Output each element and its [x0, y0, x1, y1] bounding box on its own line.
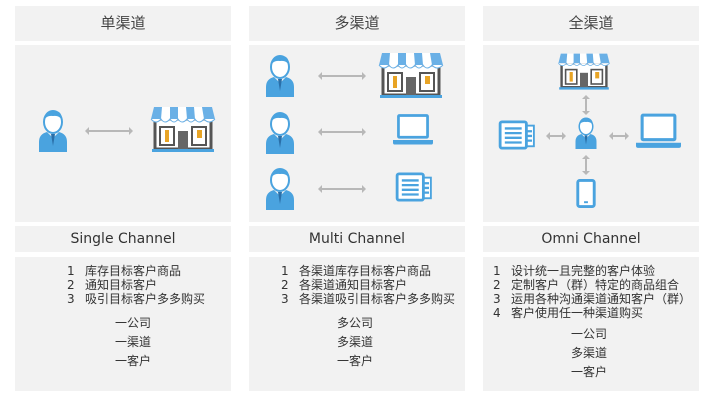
summary: 一公司 一渠道 一客户 [67, 314, 231, 371]
newspaper-icon [498, 120, 536, 150]
list-item: 3 吸引目标客户多多购买 [67, 292, 231, 306]
bidirectional-arrow-icon [318, 185, 366, 193]
store-icon [150, 105, 216, 155]
summary-line: 一客户 [115, 354, 152, 368]
laptop-icon [393, 113, 433, 147]
item-text: 客户使用任一种渠道购买 [511, 306, 644, 320]
item-number: 2 [67, 278, 75, 292]
summary: 多公司 多渠道 一客户 [281, 314, 465, 371]
summary-line: 一客户 [571, 365, 608, 379]
item-text: 设计统一且完整的客户体验 [511, 264, 656, 278]
summary-line: 多渠道 [571, 346, 608, 360]
mobile-phone-icon [576, 179, 596, 208]
summary-line: 一公司 [571, 327, 608, 341]
newspaper-icon [395, 172, 433, 202]
summary-line: 多渠道 [337, 335, 374, 349]
item-text: 吸引目标客户多多购买 [85, 292, 206, 306]
feature-list: 1 各渠道库存目标客户商品 2 各渠道通知目标客户 3 各渠道吸引目标客户多多购买 多… [249, 257, 465, 391]
item-number: 1 [281, 264, 289, 278]
laptop-icon [636, 113, 681, 150]
item-text: 定制客户（群）特定的商品组合 [511, 278, 680, 292]
list-item: 3 各渠道吸引目标客户多多购买 [281, 292, 465, 306]
column-title: 多渠道 [249, 6, 465, 41]
diagram-panel [483, 45, 699, 222]
list-item: 2 通知目标客户 [67, 278, 231, 292]
column-single-channel: 单渠道 Single Channel 1 库存目标客户商品 2 通知目标客户 3 吸引… [15, 6, 231, 391]
column-title: 全渠道 [483, 6, 699, 41]
store-icon [557, 52, 611, 92]
customer-icon [574, 116, 598, 149]
item-number: 1 [67, 264, 75, 278]
item-number: 2 [281, 278, 289, 292]
list-item: 1 各渠道库存目标客户商品 [281, 264, 465, 278]
customer-icon [37, 108, 69, 152]
item-number: 1 [493, 264, 501, 278]
summary-line: 一客户 [337, 354, 374, 368]
diagram-panel [15, 45, 231, 222]
column-multi-channel: 多渠道 Multi Channel 1 各渠道库存目标客户商品 2 各渠道通知目标客… [249, 6, 465, 391]
column-subtitle: Single Channel [15, 226, 231, 252]
item-number: 3 [493, 292, 501, 306]
diagram-panel [249, 45, 465, 222]
customer-icon [264, 166, 296, 210]
list-item: 2 定制客户（群）特定的商品组合 [493, 278, 699, 292]
store-icon [378, 51, 444, 101]
feature-list: 1 库存目标客户商品 2 通知目标客户 3 吸引目标客户多多购买 一公司 一渠道 一客… [15, 257, 231, 391]
bidirectional-arrow-icon [318, 128, 366, 136]
item-text: 通知目标客户 [85, 278, 158, 292]
list-item: 3 运用各种沟通渠道通知客户（群） [493, 292, 699, 306]
item-text: 各渠道通知目标客户 [299, 278, 408, 292]
item-text: 库存目标客户商品 [85, 264, 182, 278]
feature-list: 1 设计统一且完整的客户体验 2 定制客户（群）特定的商品组合 3 运用各种沟通渠道通… [483, 257, 699, 391]
item-number: 3 [281, 292, 289, 306]
column-subtitle: Omni Channel [483, 226, 699, 252]
summary-line: 一渠道 [115, 335, 152, 349]
item-text: 各渠道库存目标客户商品 [299, 264, 432, 278]
list-item: 1 库存目标客户商品 [67, 264, 231, 278]
bidirectional-arrow-icon [582, 95, 590, 115]
list-item: 4 客户使用任一种渠道购买 [493, 306, 699, 320]
item-text: 运用各种沟通渠道通知客户（群） [511, 292, 692, 306]
bidirectional-arrow-icon [582, 155, 590, 175]
summary-line: 一公司 [115, 316, 152, 330]
summary-line: 多公司 [337, 316, 374, 330]
summary: 一公司 多渠道 一客户 [493, 325, 699, 382]
column-subtitle: Multi Channel [249, 226, 465, 252]
list-item: 2 各渠道通知目标客户 [281, 278, 465, 292]
customer-icon [264, 53, 296, 97]
item-text: 各渠道吸引目标客户多多购买 [299, 292, 456, 306]
bidirectional-arrow-icon [85, 127, 133, 135]
item-number: 4 [493, 306, 501, 320]
item-number: 3 [67, 292, 75, 306]
customer-icon [264, 110, 296, 154]
bidirectional-arrow-icon [609, 132, 629, 140]
item-number: 2 [493, 278, 501, 292]
bidirectional-arrow-icon [546, 132, 566, 140]
list-item: 1 设计统一且完整的客户体验 [493, 264, 699, 278]
bidirectional-arrow-icon [318, 72, 366, 80]
column-omni-channel: 全渠道 Omni Channel 1 设计统一且完整的客户体验 2 定制客户（群）特… [483, 6, 699, 391]
column-title: 单渠道 [15, 6, 231, 41]
